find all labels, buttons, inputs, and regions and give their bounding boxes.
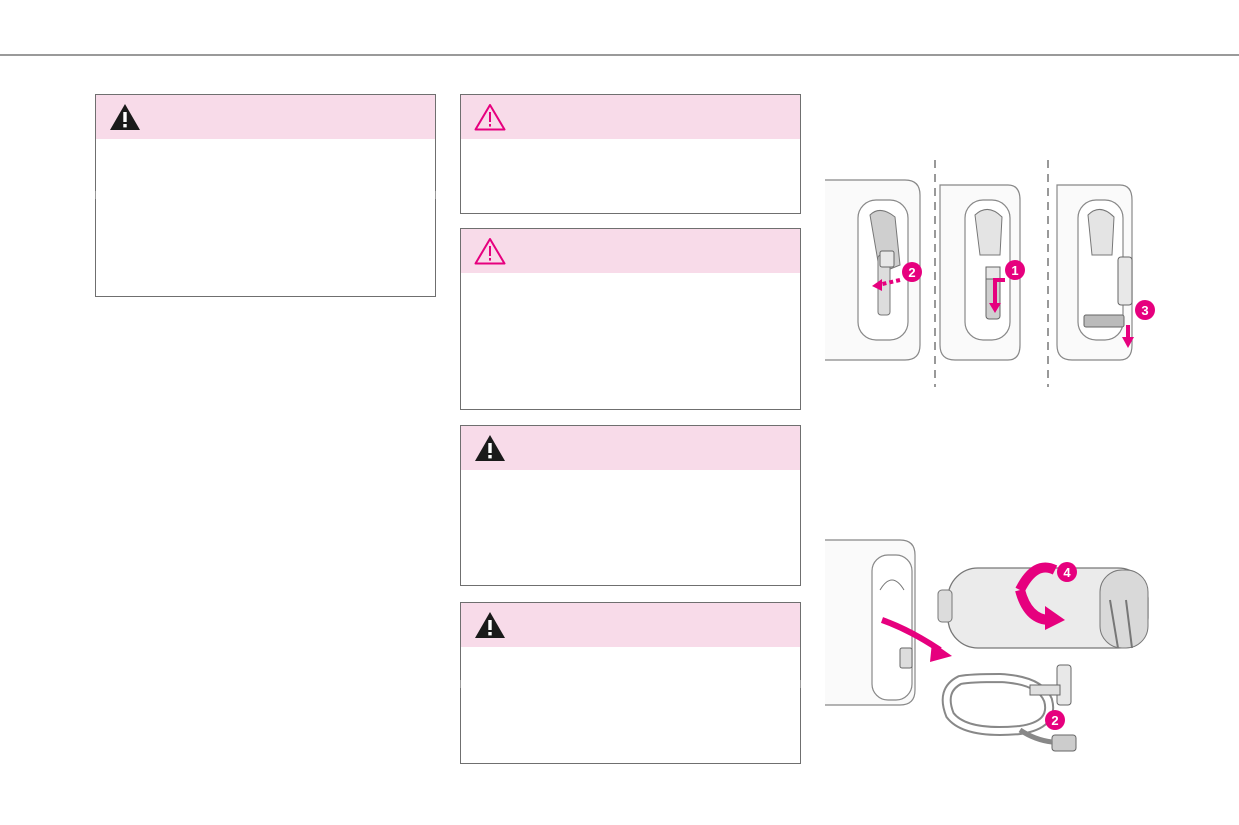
header-rule (0, 54, 1239, 56)
warning-box-3 (460, 228, 801, 410)
warning-header-band (461, 229, 800, 273)
step-badge (1057, 562, 1077, 582)
warning-solid-icon (475, 435, 505, 461)
warning-box-2 (460, 94, 801, 214)
step-number: 2 (1051, 713, 1058, 728)
warning-solid-icon (110, 104, 140, 130)
box-tick (435, 191, 436, 200)
warning-header-band (461, 95, 800, 139)
step-number: 3 (1141, 303, 1148, 318)
filter-cartridge (937, 567, 1149, 649)
warning-header-band (461, 426, 800, 470)
step-badge (1135, 300, 1155, 320)
box-tick (460, 679, 461, 688)
warning-header-band (461, 603, 800, 647)
step-number: 4 (1063, 565, 1071, 580)
panel-step-3 (1056, 184, 1134, 361)
filter-removal-illustration: 2 1 3 (825, 160, 1155, 387)
warning-solid-icon (475, 612, 505, 638)
warning-box-4 (460, 425, 801, 586)
step-badge (1005, 260, 1025, 280)
panel-step-1 (939, 184, 1021, 361)
box-tick (800, 679, 801, 688)
filter-cartridge-illustration: 4 2 (825, 539, 1149, 752)
warning-outline-icon (474, 238, 506, 265)
hose-coil (941, 664, 1077, 752)
warning-outline-icon (474, 104, 506, 131)
warning-box-5 (460, 602, 801, 764)
step-number: 1 (1011, 263, 1018, 278)
warning-box-1 (95, 94, 436, 297)
step-badge (1045, 710, 1065, 730)
box-tick (95, 191, 96, 200)
step-number: 2 (908, 265, 915, 280)
warning-header-band (96, 95, 435, 139)
step-badge (902, 262, 922, 282)
